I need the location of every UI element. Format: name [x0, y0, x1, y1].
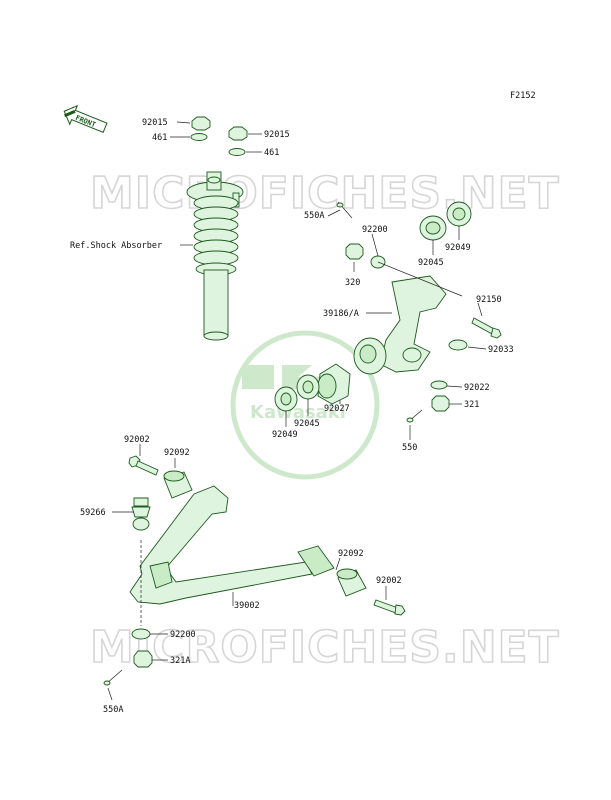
label-92200-bottom: 92200 [170, 630, 196, 640]
watermark-top: MICROFICHES.NET [90, 168, 560, 219]
label-92002-top: 92002 [124, 435, 150, 445]
label-321A: 321A [170, 656, 190, 666]
bearing-92045-mid [296, 374, 320, 400]
bearing-92045-top [419, 215, 447, 241]
part-labels: 92015 461 92015 461 Ref.Shock Absorber 5… [70, 118, 514, 715]
collar-92027 [317, 363, 351, 405]
label-461-b: 461 [264, 148, 279, 158]
knuckle-39186A [353, 275, 447, 375]
front-arrow-icon: FRONT [63, 104, 108, 134]
label-92022: 92022 [464, 383, 490, 393]
label-92002-bottom: 92002 [376, 576, 402, 586]
castle-nut-320 [345, 243, 364, 260]
a-arm-39002 [129, 485, 335, 605]
seal-92049-mid [274, 386, 298, 412]
leader-lines [107, 121, 487, 701]
label-39002: 39002 [234, 601, 260, 611]
label-59266: 59266 [80, 508, 106, 518]
bolt-92002-bottom [373, 599, 406, 616]
label-92015-a: 92015 [142, 118, 168, 128]
figure-code: F2152 [510, 91, 536, 101]
washer-92022 [430, 380, 448, 390]
spring [193, 195, 239, 276]
nut-92015-b [228, 126, 248, 141]
castle-nut-321A [133, 650, 153, 668]
label-92033: 92033 [488, 345, 514, 355]
label-461-a: 461 [152, 133, 167, 143]
bushing-92092-bottom [336, 568, 367, 597]
castle-nut-321 [431, 395, 450, 412]
label-92045-top: 92045 [418, 258, 444, 268]
label-92027: 92027 [324, 404, 350, 414]
washer-461-b [228, 148, 246, 156]
label-92092-bottom: 92092 [338, 549, 364, 559]
nut-92015-a [191, 116, 211, 131]
washer-461-a [190, 133, 208, 141]
label-92200-top: 92200 [362, 225, 388, 235]
label-320: 320 [345, 278, 360, 288]
label-550: 550 [402, 443, 417, 453]
seal-92049-top [446, 201, 472, 227]
logo-text: Kawasaki [250, 402, 346, 423]
cotter-pin-550 [406, 409, 423, 423]
label-321: 321 [464, 400, 479, 410]
snap-ring-92033 [448, 339, 468, 351]
bolt-92150 [471, 317, 502, 339]
label-92092-top: 92092 [164, 448, 190, 458]
label-92150: 92150 [476, 295, 502, 305]
label-92049-mid: 92049 [272, 430, 298, 440]
ball-joint-59266 [131, 497, 151, 531]
label-ref-shock-absorber: Ref.Shock Absorber [70, 241, 162, 251]
bushing-92092-top [163, 470, 193, 499]
cotter-pin-550A-top [336, 201, 353, 219]
label-39186A: 39186/A [323, 309, 359, 319]
cotter-pin-550A-bottom [103, 669, 123, 686]
label-92049-top: 92049 [445, 243, 471, 253]
label-92015-b: 92015 [264, 130, 290, 140]
watermark-bottom: MICROFICHES.NET [90, 622, 560, 673]
label-550A-bottom: 550A [103, 705, 123, 715]
front-label: FRONT [74, 114, 97, 129]
shock-absorber [186, 116, 248, 341]
washer-92200-bottom [131, 628, 151, 640]
label-550A-top: 550A [304, 211, 324, 221]
bolt-92002-top [128, 455, 159, 476]
label-92045-mid: 92045 [294, 419, 320, 429]
